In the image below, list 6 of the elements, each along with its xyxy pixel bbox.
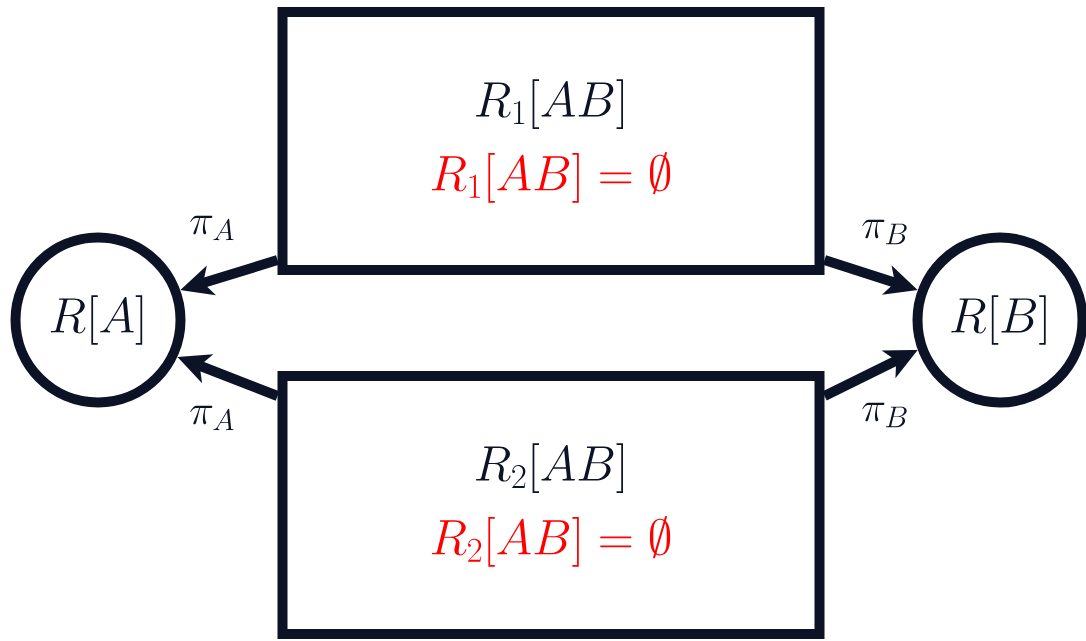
relation-box: $R_2[AB]$ $R_2[AB] = \emptyset$: [277, 371, 825, 639]
edge-label: $\pi_B$: [862, 219, 907, 245]
edge-label: $\pi_B$: [862, 402, 907, 428]
edge-label: $\pi_A$: [190, 405, 234, 431]
relation-box: $R_1[AB]$ $R_1[AB] = \emptyset$: [277, 7, 825, 275]
edge-label: $\pi_A$: [190, 215, 234, 241]
